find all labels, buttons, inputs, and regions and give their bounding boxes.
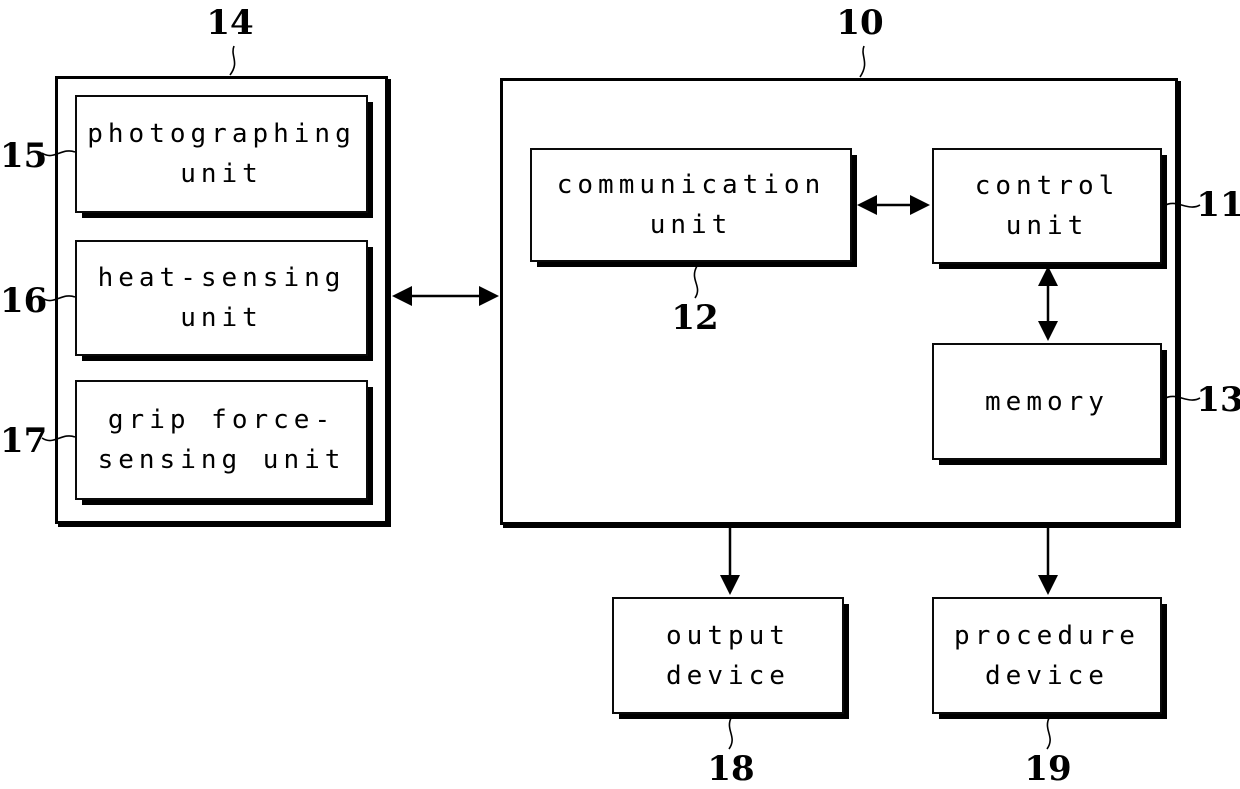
block-procedure-device: procedure device (932, 597, 1162, 714)
ref-13: 13 (1196, 380, 1240, 420)
block-label-line: unit (180, 303, 263, 333)
ref-10: 10 (836, 3, 884, 43)
ref-16: 16 (0, 281, 48, 321)
block-output-device: output device (612, 597, 844, 714)
block-memory: memory (932, 343, 1162, 460)
group-main-device (500, 78, 1178, 525)
block-label-line: memory (985, 386, 1109, 417)
ref-19: 19 (1024, 749, 1072, 789)
block-label-line: heat-sensing (97, 263, 346, 293)
block-label-line: photographing (87, 119, 356, 149)
ref-15: 15 (0, 136, 48, 176)
block-label-line: device (985, 660, 1109, 691)
ref-17: 17 (0, 421, 48, 461)
block-label-line: unit (180, 159, 263, 189)
block-label-line: control (974, 171, 1120, 201)
leader-line-18 (728, 715, 733, 750)
block-label-line: grip force- (107, 405, 336, 435)
block-label-line: unit (649, 210, 733, 240)
leader-line-19 (1046, 715, 1051, 750)
block-label-line: unit (1005, 211, 1089, 241)
ref-14: 14 (206, 3, 254, 43)
block-heat-sensing-unit: heat-sensing unit (75, 240, 368, 356)
block-label-line: device (666, 660, 790, 691)
leader-line-14 (229, 45, 236, 76)
block-label-line: procedure (954, 620, 1140, 651)
block-communication-unit: communication unit (530, 148, 852, 262)
block-label-line: output (666, 620, 790, 651)
ref-12: 12 (671, 298, 719, 338)
leader-line-10 (859, 45, 866, 78)
ref-11: 11 (1196, 185, 1240, 225)
block-label-line: sensing unit (97, 445, 346, 475)
block-control-unit: control unit (932, 148, 1162, 264)
block-label-line: communication (556, 170, 826, 200)
ref-18: 18 (707, 749, 755, 789)
block-grip-force-sensing-unit: grip force- sensing unit (75, 380, 368, 500)
block-photographing-unit: photographing unit (75, 95, 368, 213)
